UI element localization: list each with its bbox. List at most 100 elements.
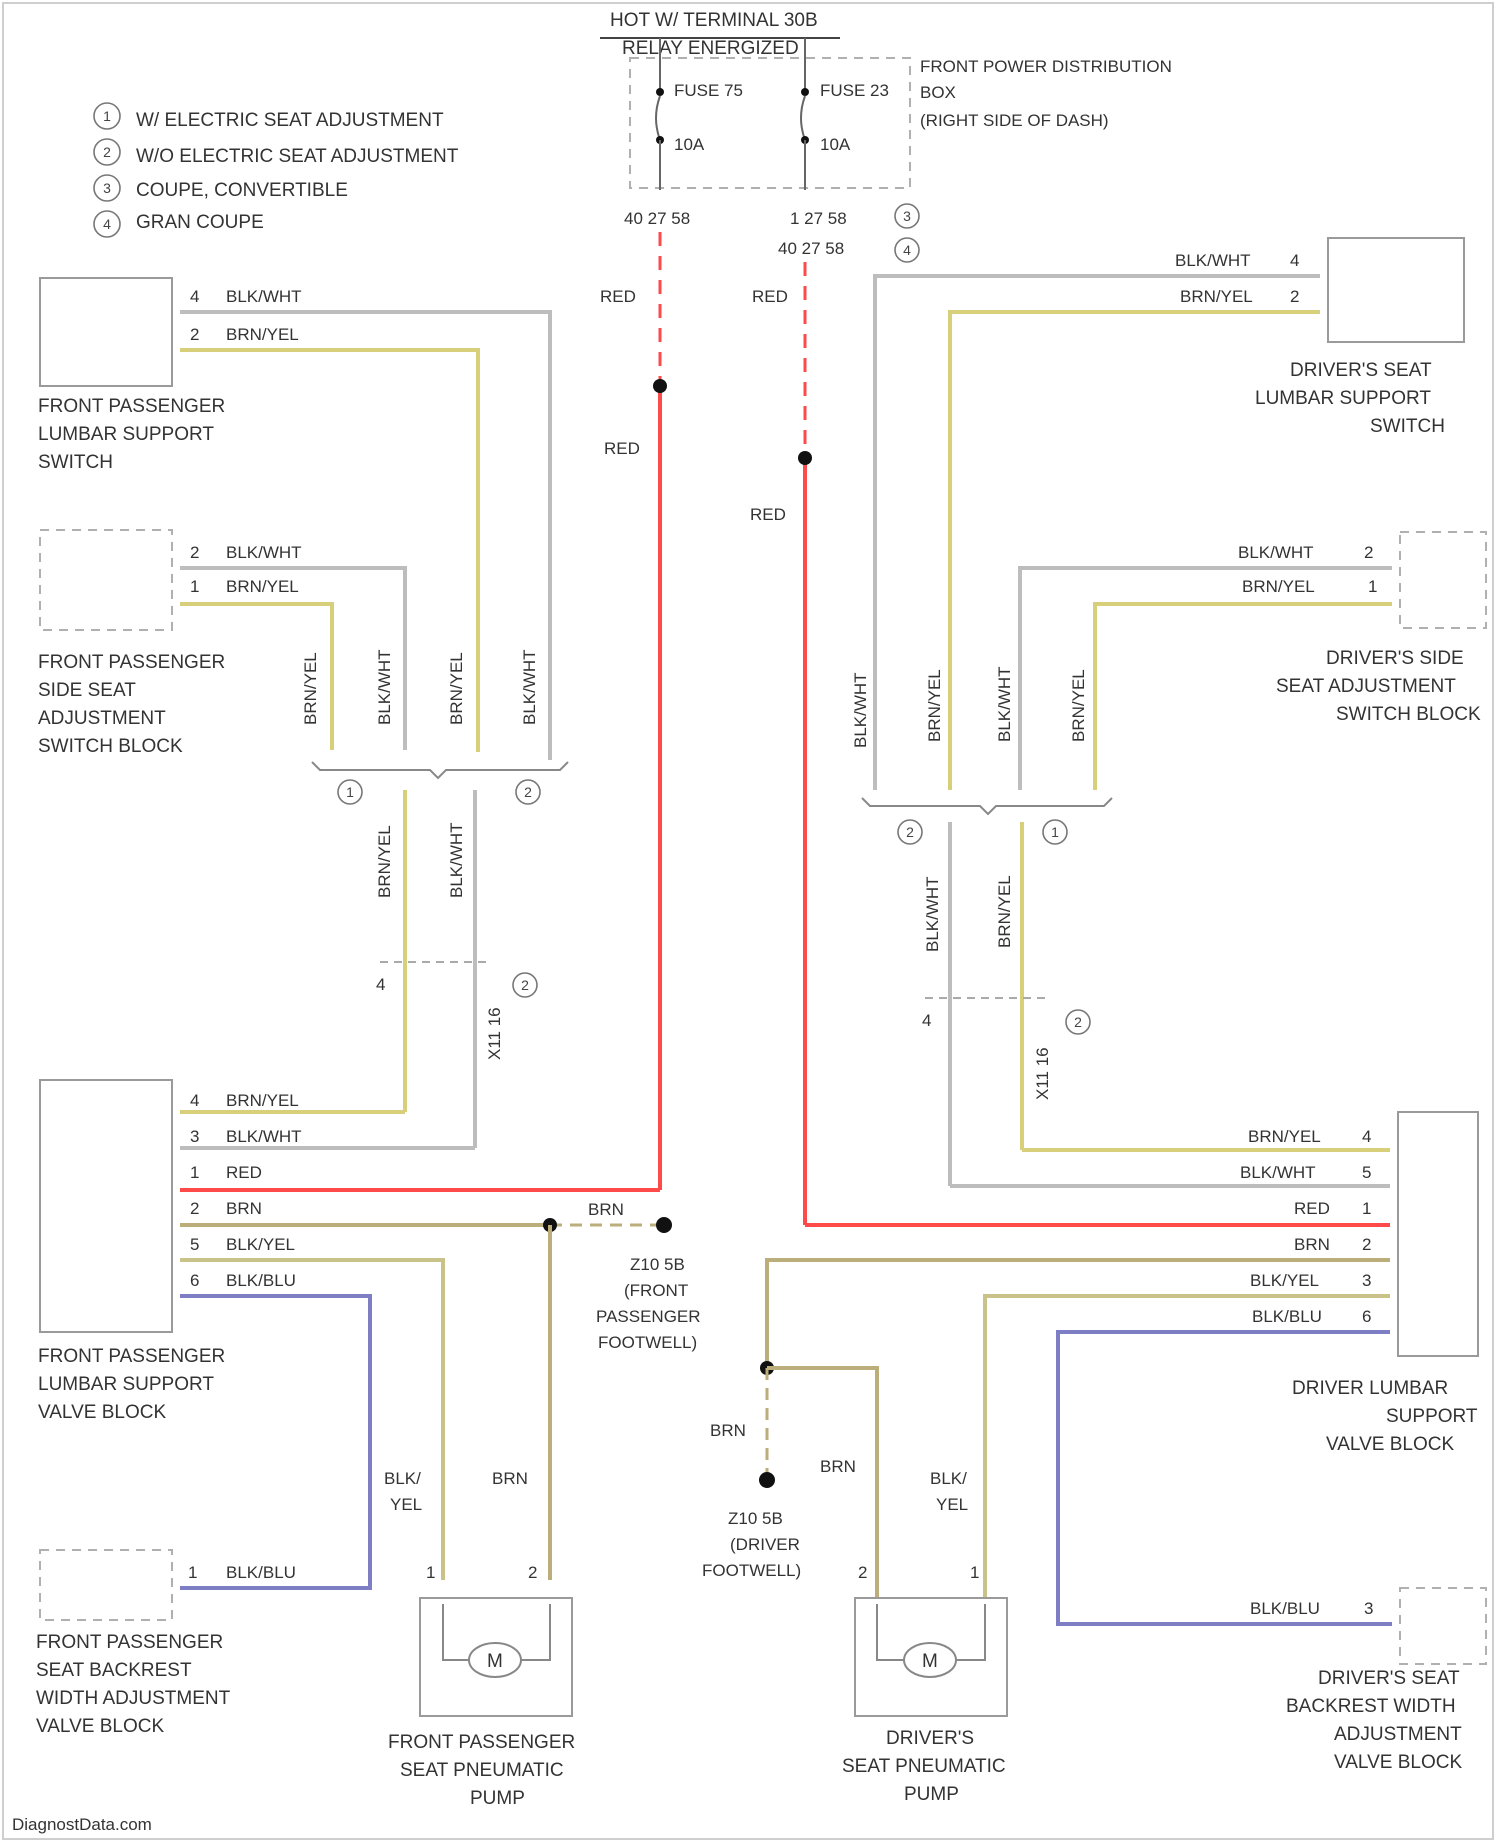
fp-pump-blkyel-wire (180, 1260, 443, 1580)
dr-ground-line2: (DRIVER (730, 1535, 800, 1554)
legend-4-num: 4 (103, 216, 111, 232)
fp-blkblu-wire (180, 1296, 370, 1588)
fp-vb-pin6: 6 (190, 1271, 199, 1290)
fp-ground-line3: PASSENGER (596, 1307, 701, 1326)
dr-ground-line1: Z10 5B (728, 1509, 783, 1528)
fp-ground-point (656, 1217, 672, 1233)
fp-conn-pin: 4 (376, 975, 385, 994)
fp-side-switch-line4: SWITCH BLOCK (38, 736, 183, 757)
fuse-b-pins-2: 40 27 58 (778, 239, 844, 258)
fuse-a-pins: 40 27 58 (624, 209, 690, 228)
fp-ls-pin4: 4 (190, 287, 199, 306)
dr-backrest-line3: ADJUSTMENT (1334, 1724, 1462, 1745)
dr-vb-pin6: 6 (1362, 1307, 1371, 1326)
fp-vb-pin1: 1 (190, 1163, 199, 1182)
fuse-b-note-4-num: 4 (903, 242, 911, 258)
red-label-a1: RED (600, 287, 636, 306)
fp-valve-line3: VALVE BLOCK (38, 1402, 166, 1423)
dr-br-wire: BLK/BLU (1250, 1599, 1320, 1618)
fuse-b-top-node (801, 88, 809, 96)
legend-1-text: W/ ELECTRIC SEAT ADJUSTMENT (136, 110, 444, 131)
fp-pump-line3: PUMP (470, 1788, 525, 1809)
fp-motor-letter: M (487, 1651, 503, 1672)
dr-x11-note-num: 2 (1074, 1014, 1082, 1030)
fp-option-1-num: 1 (346, 784, 354, 800)
red-label-b1: RED (752, 287, 788, 306)
dr-side-switch-line3: SWITCH BLOCK (1336, 704, 1481, 725)
fp-pump-wire-brn: BRN (492, 1469, 528, 1488)
dr-vb-wire1: RED (1294, 1199, 1330, 1218)
fp-ground-line2: (FRONT (624, 1281, 688, 1300)
fuse-b-pins-1: 1 27 58 (790, 209, 847, 228)
dr-lumbar-switch-line3: SWITCH (1370, 416, 1445, 437)
fp-ls-pin2: 2 (190, 325, 199, 344)
fp-pump-wire-yel: YEL (390, 1495, 422, 1514)
dr-vb-wire5: BLK/WHT (1240, 1163, 1316, 1182)
dr-merged-label-1: BLK/WHT (923, 876, 942, 952)
dr-vb-wire4: BRN/YEL (1248, 1127, 1321, 1146)
fp-ss-pin2: 2 (190, 543, 199, 562)
dr-valve-line2: SUPPORT (1386, 1406, 1478, 1427)
fuse-a-label: FUSE 75 (674, 81, 743, 100)
dr-br-pin3: 3 (1364, 1599, 1373, 1618)
red-label-b2: RED (750, 505, 786, 524)
dr-valve-line3: VALVE BLOCK (1326, 1434, 1454, 1455)
fp-valve-line2: LUMBAR SUPPORT (38, 1374, 214, 1395)
fp-vert-label-1: BRN/YEL (301, 652, 320, 725)
dr-valve-line1: DRIVER LUMBAR (1292, 1378, 1448, 1399)
fuse-a-top-node (656, 88, 664, 96)
legend-3-text: COUPE, CONVERTIBLE (136, 180, 348, 201)
fp-vb-wire5: BLK/YEL (226, 1235, 295, 1254)
fp-ground-line4: FOOTWELL) (598, 1333, 697, 1352)
fp-ls-wire-by: BRN/YEL (226, 325, 299, 344)
fp-backrest-valve (40, 1550, 172, 1620)
fp-side-switch-line2: SIDE SEAT (38, 680, 136, 701)
dr-ls-wire-by: BRN/YEL (1180, 287, 1253, 306)
dr-vert-label-4: BRN/YEL (1069, 669, 1088, 742)
dr-ground-line3: FOOTWELL) (702, 1561, 801, 1580)
dr-merged-label-2: BRN/YEL (995, 875, 1014, 948)
fp-lumbar-switch-line1: FRONT PASSENGER (38, 396, 225, 417)
fp-ss-pin1: 1 (190, 577, 199, 596)
dr-option-1-num: 1 (1051, 824, 1059, 840)
red-splice-b (798, 451, 812, 465)
dr-vb-wire6: BLK/BLU (1252, 1307, 1322, 1326)
dr-vert-label-1: BLK/WHT (851, 672, 870, 748)
fp-merged-label-1: BRN/YEL (375, 825, 394, 898)
fp-side-switch (40, 530, 172, 630)
dr-side-switch (1400, 532, 1486, 628)
fp-vb-pin5: 5 (190, 1235, 199, 1254)
legend-4-text: GRAN COUPE (136, 212, 264, 233)
fp-ground-line1: Z10 5B (630, 1255, 685, 1274)
fp-vert-label-3: BRN/YEL (447, 652, 466, 725)
fp-ground-wire-label: BRN (588, 1200, 624, 1219)
dr-pump-wire-yel: YEL (936, 1495, 968, 1514)
fp-vb-wire1: RED (226, 1163, 262, 1182)
fuse-a-amp: 10A (674, 135, 705, 154)
dr-ls-wire-bw: BLK/WHT (1175, 251, 1251, 270)
fp-vb-wire6: BLK/BLU (226, 1271, 296, 1290)
fp-x11-conn: X11 16 (485, 1007, 504, 1060)
fp-valve-line1: FRONT PASSENGER (38, 1346, 225, 1367)
power-line-2: RELAY ENERGIZED (622, 38, 799, 59)
dr-ground-wire-label: BRN (710, 1421, 746, 1440)
dr-side-switch-line1: DRIVER'S SIDE (1326, 648, 1464, 669)
fp-x11-note-num: 2 (521, 977, 529, 993)
dr-backrest-line1: DRIVER'S SEAT (1318, 1668, 1460, 1689)
fp-lumbar-switch (40, 278, 172, 386)
distribution-line-1: FRONT POWER DISTRIBUTION (920, 57, 1172, 76)
fp-vb-wire3: BLK/WHT (226, 1127, 302, 1146)
legend-2-num: 2 (103, 144, 111, 160)
fp-pump-pin1: 1 (426, 1563, 435, 1582)
dr-blkblu-wire (1058, 1332, 1392, 1624)
dr-pump-line3: PUMP (904, 1784, 959, 1805)
dr-ls-pin4: 4 (1290, 251, 1299, 270)
dr-vb-pin4: 4 (1362, 1127, 1371, 1146)
dr-x11-conn: X11 16 (1033, 1047, 1052, 1100)
power-line-1: HOT W/ TERMINAL 30B (610, 10, 818, 31)
dr-vb-wire2: BRN (1294, 1235, 1330, 1254)
dr-ss-wire-by: BRN/YEL (1242, 577, 1315, 596)
dr-ss-pin1: 1 (1368, 577, 1377, 596)
